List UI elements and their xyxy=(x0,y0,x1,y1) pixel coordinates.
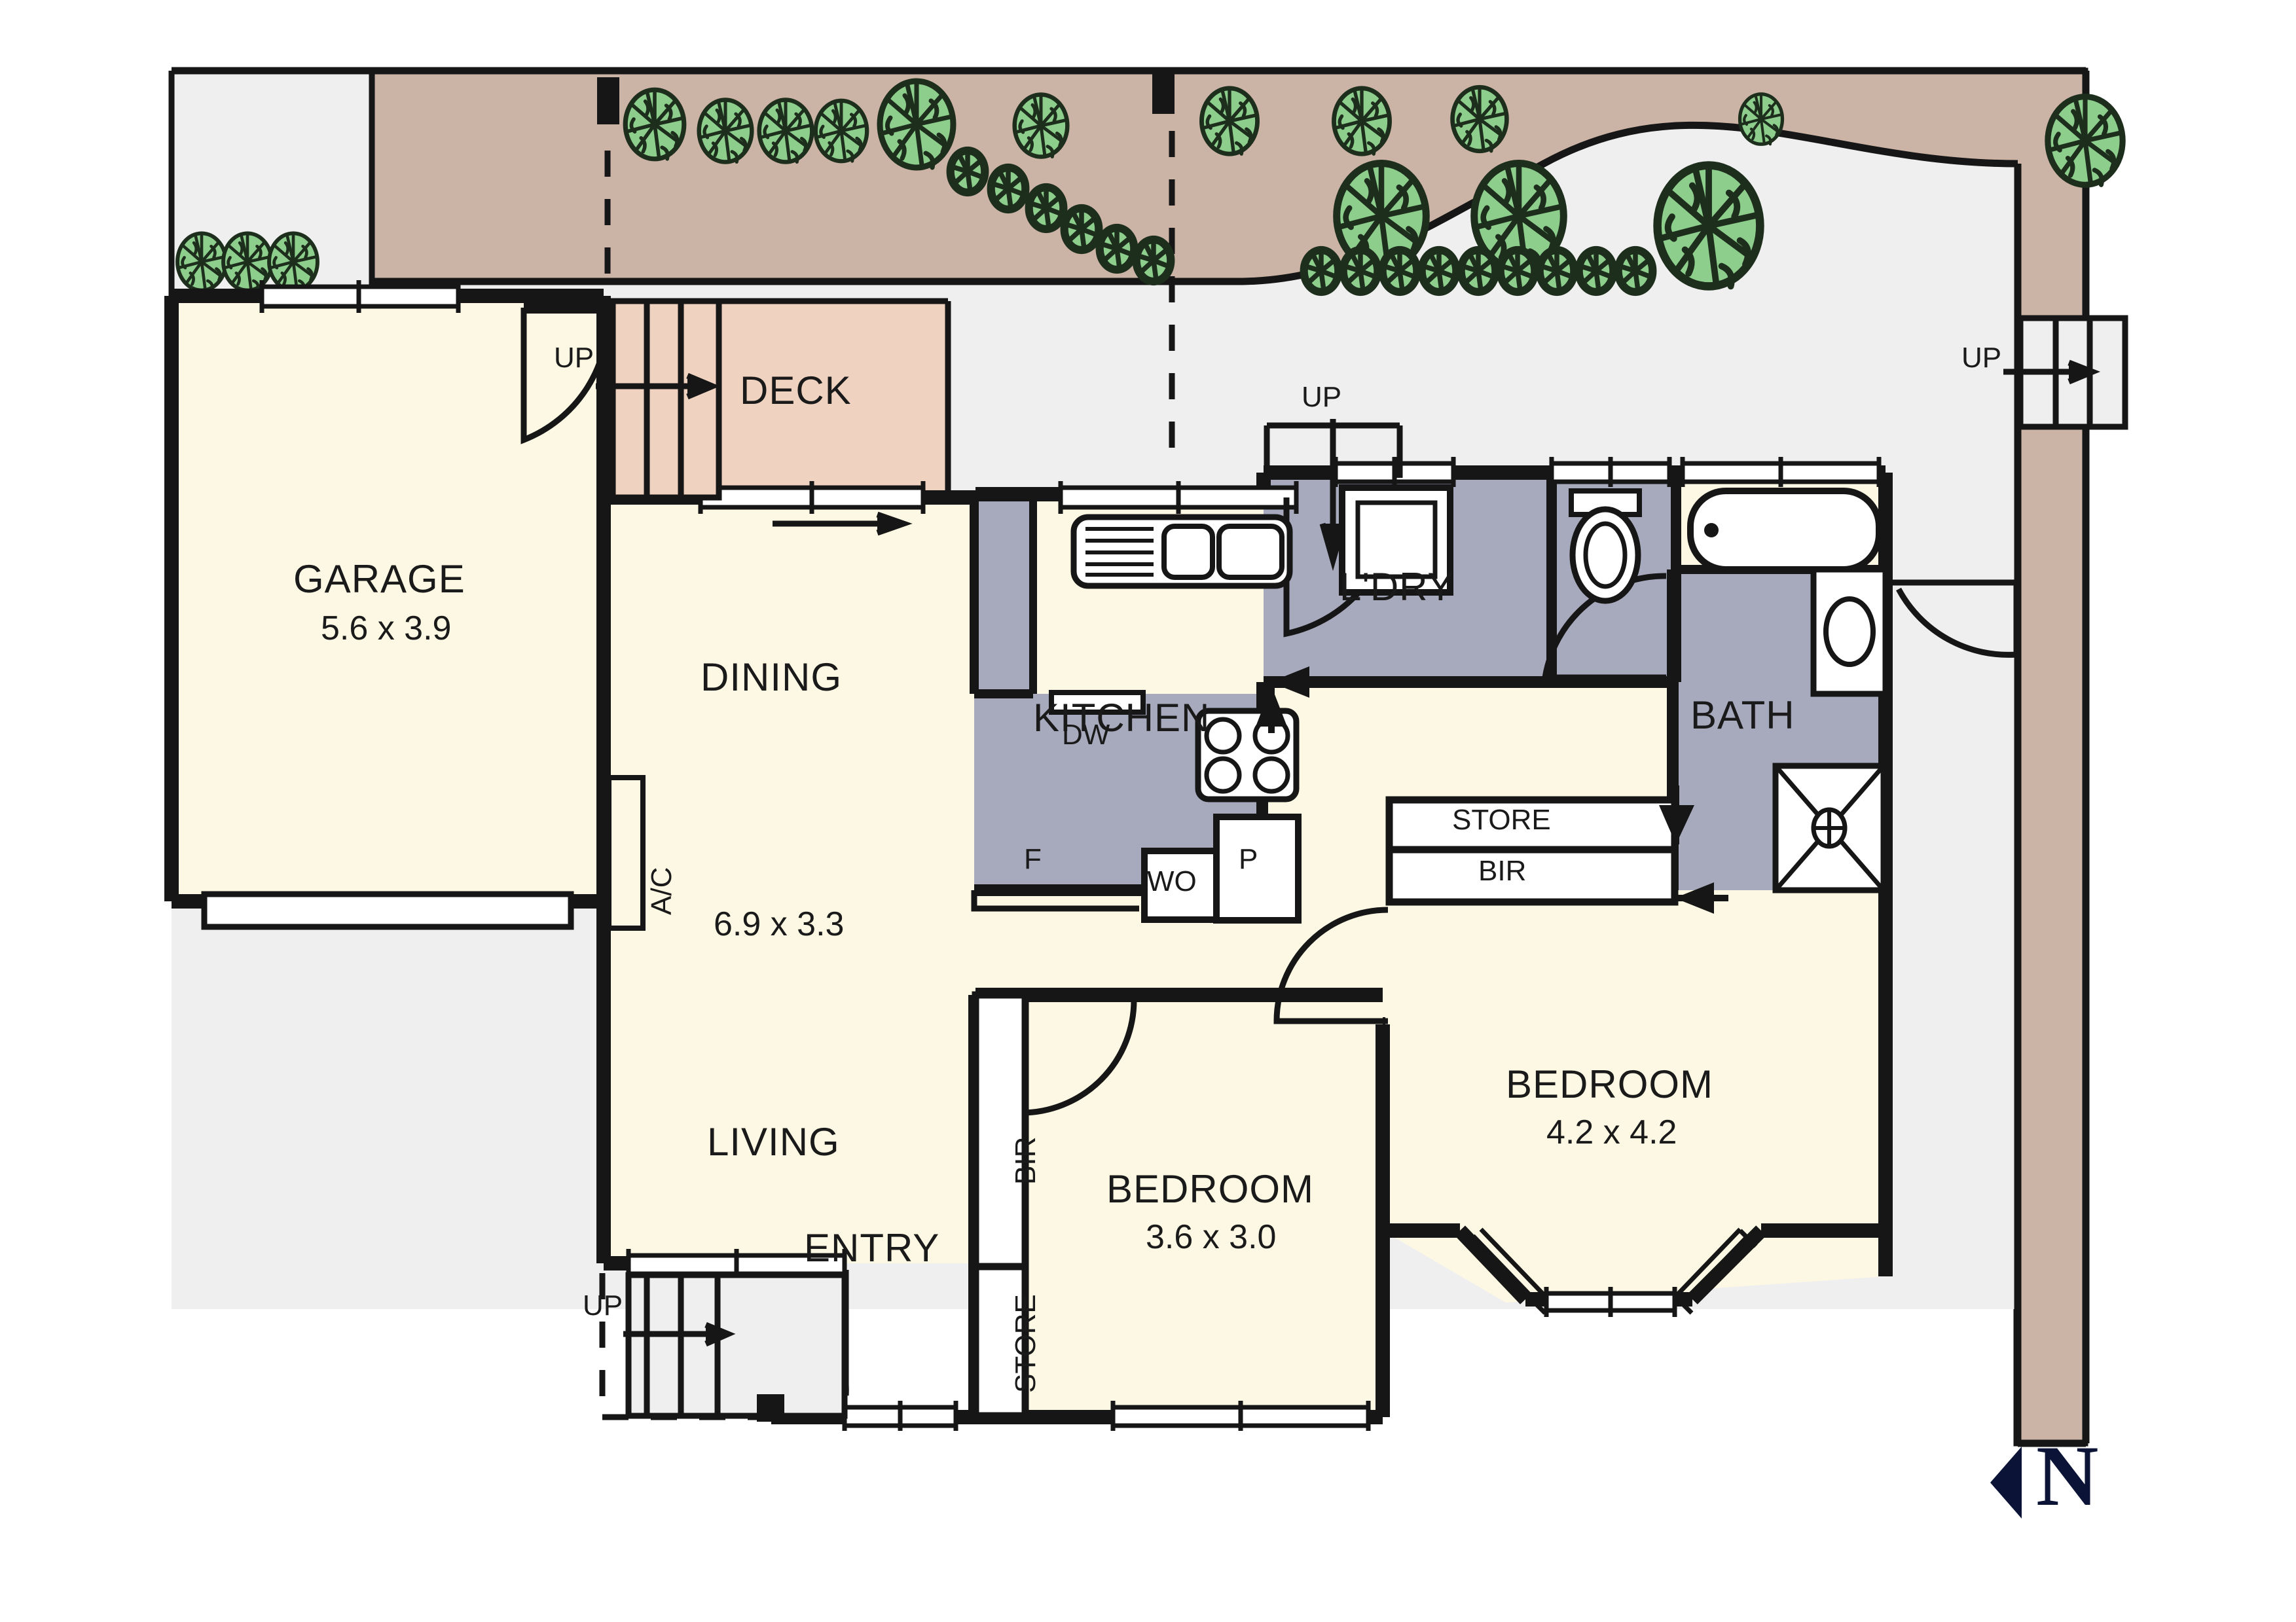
wall-oven-icon xyxy=(1141,848,1220,923)
laundry-trough-icon xyxy=(1339,484,1453,596)
compass-north-label: N xyxy=(2036,1428,2099,1524)
tree-row-left xyxy=(177,233,318,290)
windows xyxy=(201,280,1882,1431)
bathtub-icon xyxy=(1687,488,1882,573)
house-floor xyxy=(608,473,1886,1417)
shrub-row-bottom xyxy=(1304,250,1653,292)
stairs-entry xyxy=(623,1272,736,1419)
compass-arrow-icon xyxy=(1990,1447,2022,1519)
air-conditioner-icon xyxy=(606,775,646,931)
pantry-icon xyxy=(1213,814,1302,924)
boundary-dashed xyxy=(599,131,1175,1420)
flow-arrows xyxy=(1256,666,1728,914)
bir-store-bed2 xyxy=(972,991,1029,1420)
bay-window-floor xyxy=(1460,1231,1761,1299)
toilet-icon xyxy=(1569,488,1642,604)
kitchen-sink-icon xyxy=(1070,514,1293,589)
stairs-deck xyxy=(596,298,722,501)
dishwasher-icon xyxy=(1049,690,1146,715)
store-bir-cupboards xyxy=(1385,796,1679,906)
stairs-laundry xyxy=(1264,419,1403,571)
garage-floor xyxy=(172,296,604,901)
stairs-right xyxy=(2003,315,2128,430)
shower-icon xyxy=(1772,763,1887,893)
garage-door xyxy=(201,891,574,930)
vanity-basin-icon xyxy=(1810,566,1889,697)
